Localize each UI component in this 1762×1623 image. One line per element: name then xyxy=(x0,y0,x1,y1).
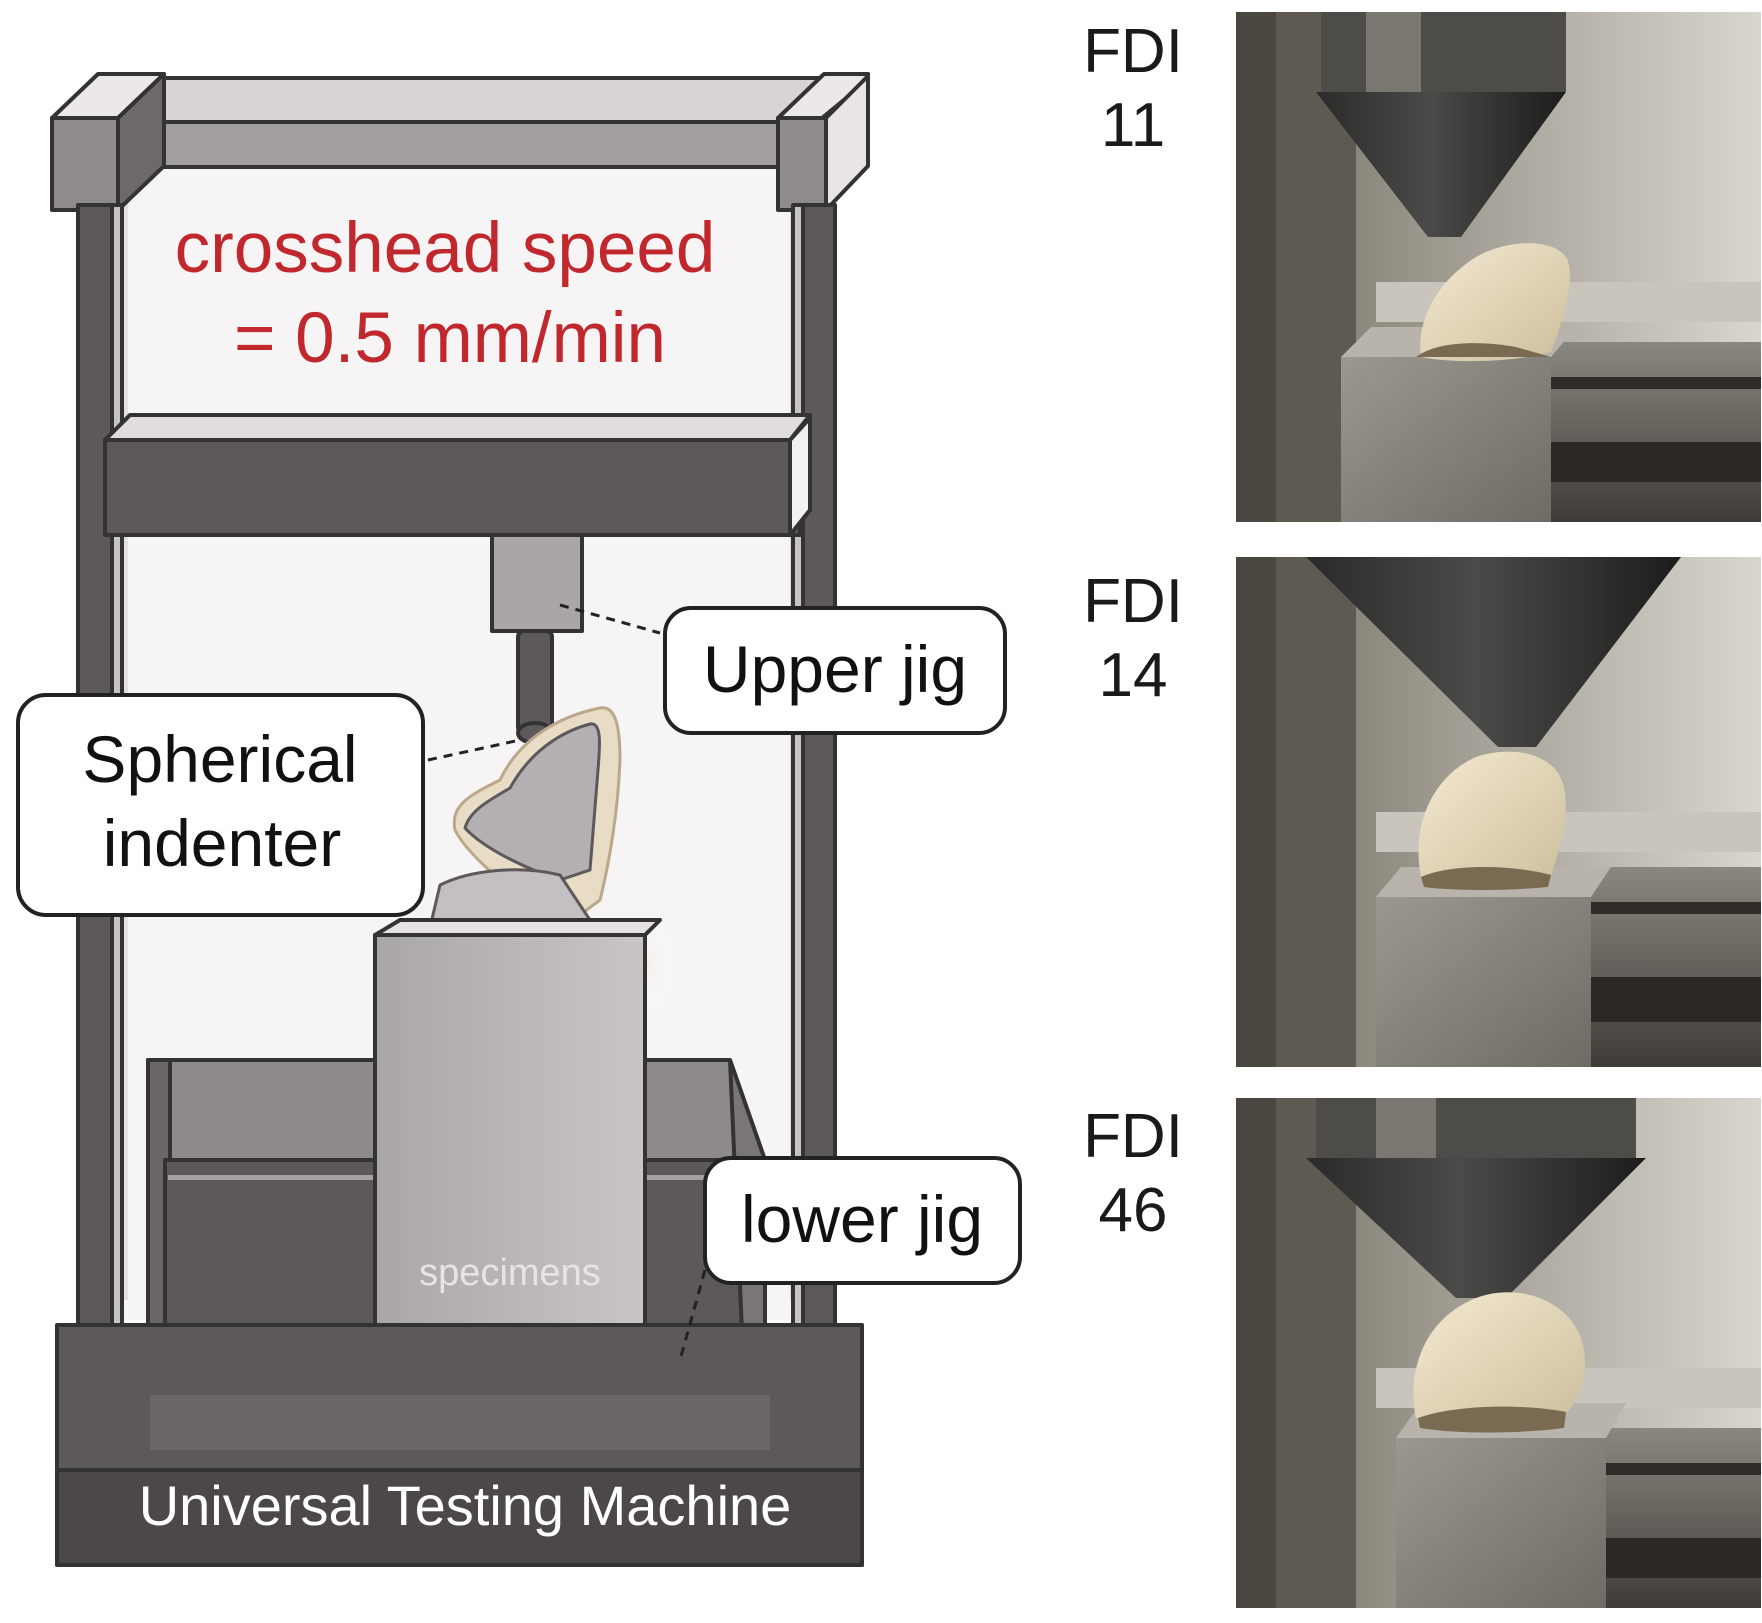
speed-label-line2: = 0.5 mm/min xyxy=(234,299,666,378)
fdi-number: 46 xyxy=(1098,1176,1168,1245)
fdi-number: 11 xyxy=(1100,91,1166,160)
callout-leaders xyxy=(427,603,707,1361)
machine-label: Universal Testing Machine xyxy=(139,1474,792,1537)
indenter-callout xyxy=(16,693,425,917)
upper-jig-label: Upper jig xyxy=(703,632,967,706)
upper-jig-callout xyxy=(663,606,1007,735)
fdi-label-11: FDI 11 xyxy=(1033,15,1233,163)
testing-machine-diagram xyxy=(50,72,870,1567)
indenter-label-line2: indenter xyxy=(103,806,342,880)
fdi-prefix: FDI xyxy=(1083,1102,1183,1171)
lower-jig-label: lower jig xyxy=(741,1182,983,1256)
top-beam xyxy=(98,76,862,124)
crosshead xyxy=(103,413,812,442)
indenter-rod xyxy=(516,629,554,735)
fdi-prefix: FDI xyxy=(1083,567,1183,636)
lower-jig-callout xyxy=(703,1156,1022,1285)
upper-jig xyxy=(490,533,584,633)
photo-fdi-11 xyxy=(1236,12,1761,522)
photo-fdi-14 xyxy=(1236,557,1761,1067)
speed-label-line1: crosshead speed xyxy=(175,209,716,288)
fdi-number: 14 xyxy=(1098,641,1168,710)
photo-fdi-46 xyxy=(1236,1098,1761,1608)
indenter-label-line1: Spherical xyxy=(82,722,357,796)
specimen-label: specimens xyxy=(419,1252,601,1294)
fdi-prefix: FDI xyxy=(1083,17,1183,86)
fdi-label-46: FDI 46 xyxy=(1033,1100,1233,1248)
fdi-label-14: FDI 14 xyxy=(1033,565,1233,713)
